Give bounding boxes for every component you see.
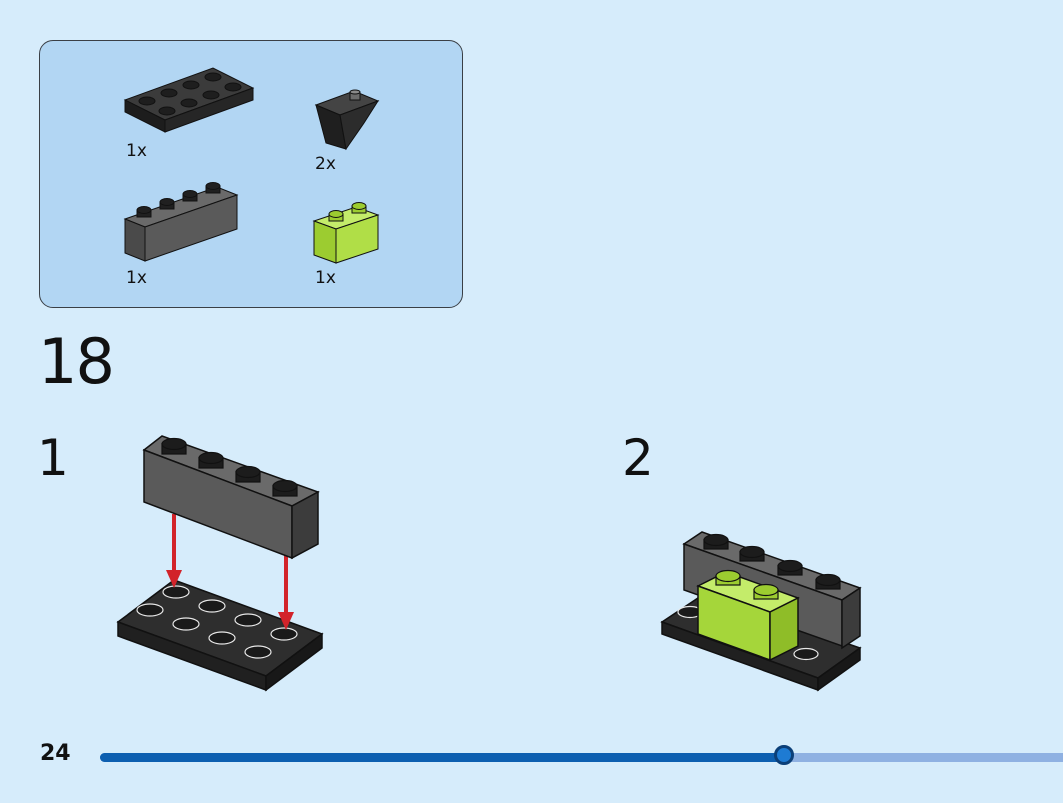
substep-1-illustration (116, 434, 326, 696)
part-quantity: 1x (315, 268, 336, 288)
progress-knob[interactable] (773, 745, 794, 765)
step-number: 18 (38, 325, 115, 398)
dark-gray-brick-1x4-icon (123, 181, 240, 266)
parts-list-panel: 1x 2x 1x (39, 40, 463, 308)
arrow-icon (166, 514, 294, 630)
lime-brick-1x2-icon (696, 569, 800, 662)
black-inverted-slope-icon (312, 89, 382, 154)
part-quantity: 2x (315, 154, 336, 174)
page-number: 24 (40, 741, 71, 766)
substep-number: 1 (37, 429, 69, 487)
lime-brick-1x2-icon (312, 202, 384, 265)
dark-gray-brick-1x4-icon (142, 435, 320, 560)
progress-fill (100, 753, 784, 762)
black-plate-2x4-icon (116, 579, 324, 692)
part-quantity: 1x (126, 268, 147, 288)
part-quantity: 1x (126, 141, 147, 161)
progress-bar (100, 745, 1063, 765)
black-plate-2x4-icon (123, 64, 255, 139)
substep-2-illustration (660, 528, 862, 693)
substep-number: 2 (622, 429, 654, 487)
